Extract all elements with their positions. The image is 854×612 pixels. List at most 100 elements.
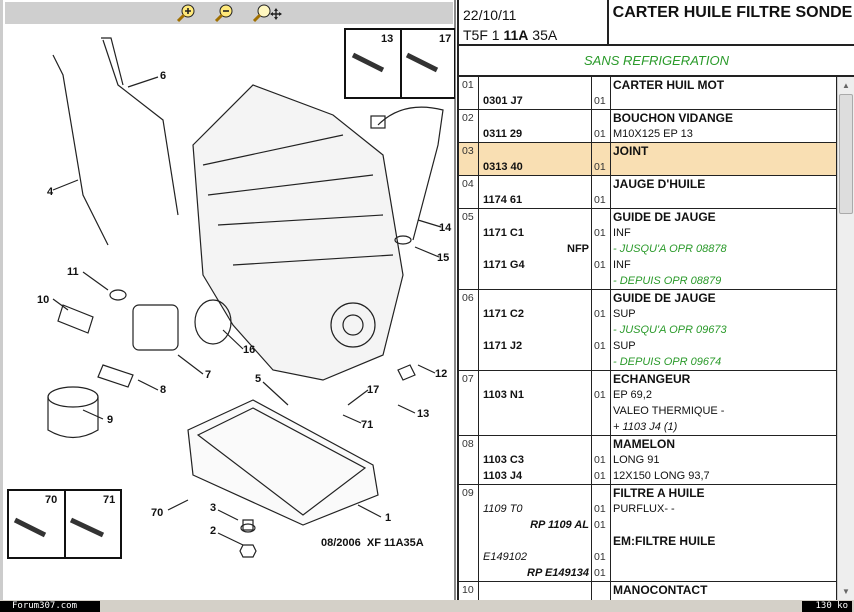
row-index: 03 [459,143,479,159]
part-description [611,549,836,565]
part-description: JAUGE D'HUILE [613,177,706,191]
part-reference: RP E149134 [479,565,592,581]
part-quantity: 01 [592,192,611,208]
exploded-parts-diagram: 13 17 70 71 6 4 11 10 9 8 7 16 5 17 71 1… [7,28,455,559]
row-index: 06 [459,290,479,306]
row-line: NFP- JUSQU'A OPR 08878 [459,241,836,257]
part-description [611,192,836,208]
part-reference: 1171 C2 [479,306,592,322]
header-code: T5F 1 11A 35A [463,25,603,45]
part-description: INF [613,227,631,239]
part-reference [479,436,592,452]
callout: 8 [160,384,166,396]
part-quantity [592,322,611,338]
row-index: 08 [459,436,479,452]
part-description: MANOCONTACT [613,583,708,597]
part-reference [479,419,592,435]
part-reference: 1103 N1 [479,387,592,403]
part-description: - JUSQU'A OPR 09673 [613,324,727,336]
part-quantity [592,209,611,225]
part-quantity [592,371,611,387]
part-quantity: 01 [592,225,611,241]
part-description [611,565,836,581]
part-quantity: 01 [592,468,611,484]
row-line: EM:FILTRE HUILE [459,533,836,549]
callout: 9 [107,414,113,426]
row-index [459,354,479,370]
zoom-out-icon[interactable] [214,3,234,23]
row-index [459,257,479,273]
part-quantity: 01 [592,306,611,322]
header-date: 22/10/11 [463,7,517,23]
page-title: CARTER HUILE FILTRE SONDE [612,4,853,21]
row-index [459,549,479,565]
row-index [459,452,479,468]
part-reference [479,77,592,93]
inset-label-70: 70 [45,494,57,506]
part-description [611,517,836,533]
part-description: INF [613,259,631,271]
part-quantity [592,403,611,419]
pan-icon[interactable] [252,3,282,23]
callout: 2 [210,525,216,537]
callout: 15 [437,252,449,264]
code-bold: 11A [503,27,529,43]
part-description: + 1103 J4 (1) [613,421,678,433]
row-line: VALEO THERMIQUE - [459,403,836,419]
part-quantity: 01 [592,387,611,403]
row-index [459,306,479,322]
scroll-thumb[interactable] [839,94,853,214]
scroll-down-icon[interactable]: ▼ [842,587,850,596]
vertical-scrollbar[interactable]: ▲ ▼ [837,77,854,600]
part-reference [479,209,592,225]
part-reference: 0311 29 [479,126,592,142]
row-index [459,387,479,403]
table-row[interactable]: 10 MANOCONTACT1131 C501DIAM 16X150 [459,582,837,600]
row-index [459,322,479,338]
row-index: 09 [459,485,479,501]
part-quantity [592,419,611,435]
part-reference: E149102 [479,549,592,565]
row-line: 10 MANOCONTACT [459,582,836,598]
part-description: JOINT [613,144,649,158]
diagram-caption: 08/2006 XF 11A35A [321,537,424,549]
part-quantity: 01 [592,126,611,142]
zoom-in-icon[interactable] [176,3,196,23]
row-line: 03 JOINT [459,143,836,159]
row-index [459,273,479,289]
code-suffix: 35A [528,27,558,43]
parts-header: 22/10/11 T5F 1 11A 35A CARTER HUILE FILT… [459,0,854,46]
part-reference: 1171 G4 [479,257,592,273]
part-reference: 1103 C3 [479,452,592,468]
part-description [611,159,836,175]
callout: 16 [243,344,255,356]
part-quantity [592,143,611,159]
row-index [459,501,479,517]
part-description: ECHANGEUR [613,372,691,386]
scroll-up-icon[interactable]: ▲ [842,81,850,90]
callout: 6 [160,70,166,82]
row-index [459,126,479,142]
row-index: 10 [459,582,479,598]
part-reference [479,143,592,159]
row-index: 05 [459,209,479,225]
